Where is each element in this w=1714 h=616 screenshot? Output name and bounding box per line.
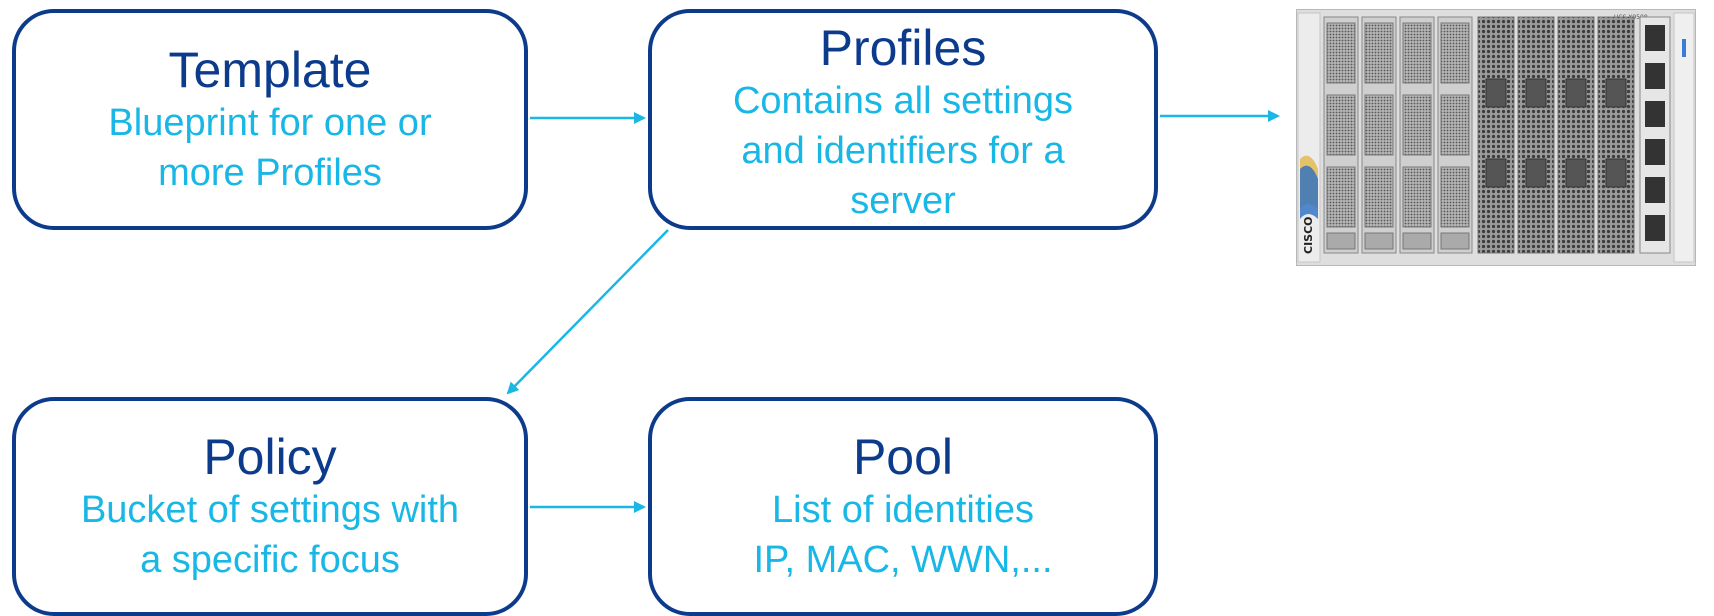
power-supply-column — [1639, 16, 1671, 254]
template-title: Template — [168, 41, 372, 98]
template-box: Template Blueprint for one or more Profi… — [12, 9, 528, 230]
policy-box: Policy Bucket of settings with a specifi… — [12, 397, 528, 616]
cisco-logo-text: CISCO — [1302, 216, 1315, 254]
pool-description: List of identities IP, MAC, WWN,... — [753, 488, 1053, 581]
policy-description: Bucket of settings with a specific focus — [80, 488, 460, 581]
profiles-box: Profiles Contains all settings and ident… — [648, 9, 1158, 230]
server-chassis-image: CISCO UCS-X9508 — [1296, 9, 1696, 266]
arrow-profiles-to-policy — [506, 229, 669, 395]
profiles-description: Contains all settings and identifiers fo… — [732, 79, 1074, 222]
compute-blade-slots — [1323, 16, 1473, 254]
pool-box: Pool List of identities IP, MAC, WWN,... — [648, 397, 1158, 616]
template-description: Blueprint for one or more Profiles — [108, 101, 432, 194]
pool-title: Pool — [852, 428, 954, 485]
fan-mesh-modules — [1477, 16, 1635, 254]
profiles-title: Profiles — [819, 19, 987, 76]
policy-title: Policy — [203, 428, 337, 485]
